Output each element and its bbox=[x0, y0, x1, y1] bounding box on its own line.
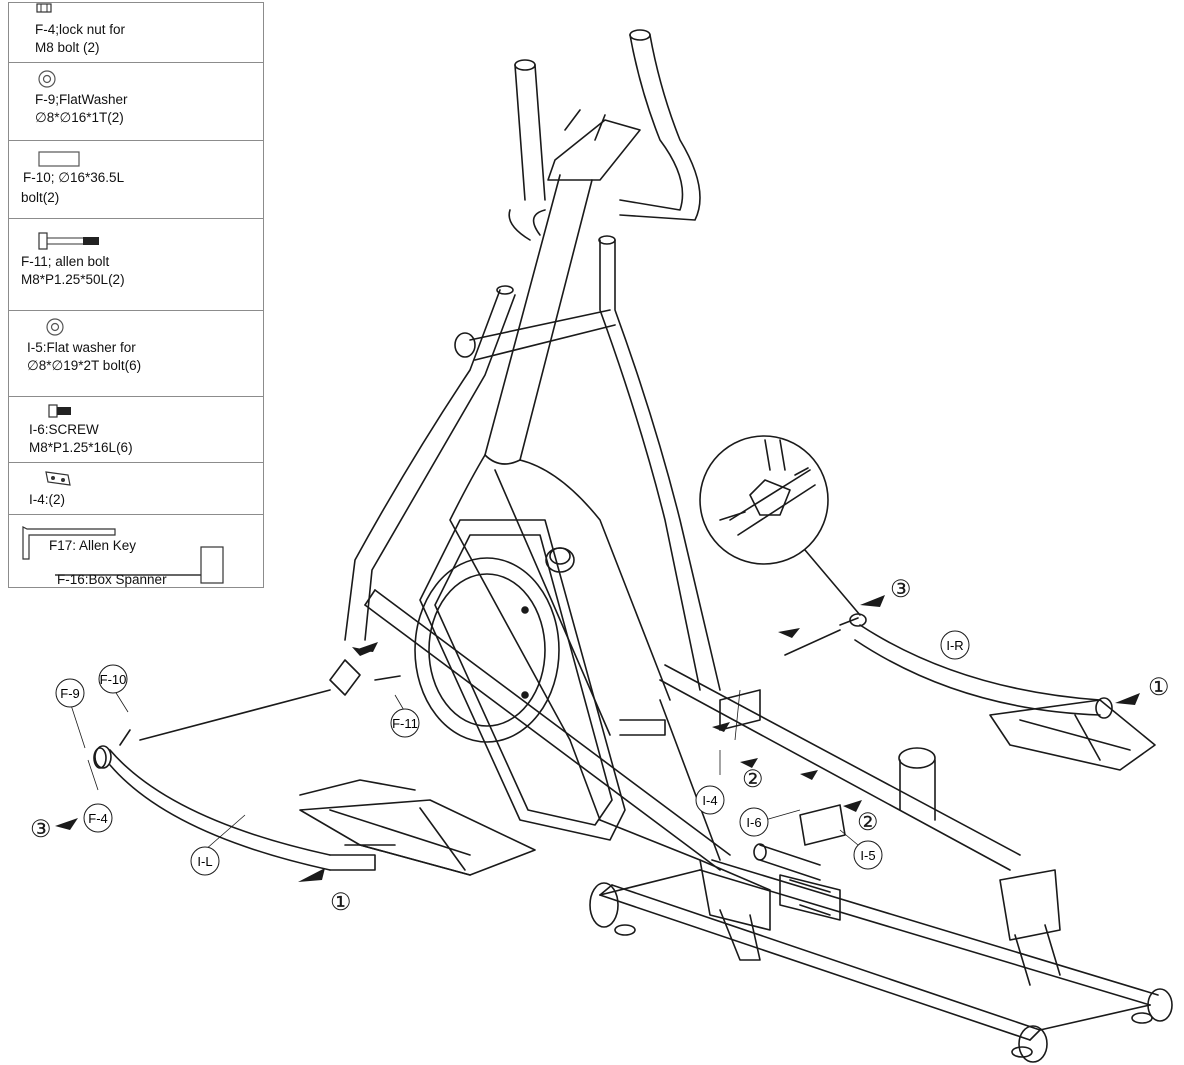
left-link-arm bbox=[329, 589, 771, 961]
machine-frame bbox=[93, 29, 1173, 1063]
arrow-icon bbox=[1115, 693, 1140, 705]
callout-i5: I-5 bbox=[853, 840, 883, 870]
callout-ir-label: I-R bbox=[946, 638, 963, 653]
flywheel-shroud bbox=[414, 519, 626, 841]
part-row-i4: I-4:(2) bbox=[9, 463, 263, 515]
callout-il: I-L bbox=[190, 846, 220, 876]
detail-magnifier-circle bbox=[699, 435, 861, 616]
flat-washer-icon bbox=[38, 70, 56, 88]
callout-f11: F-11 bbox=[390, 708, 420, 738]
handlebars bbox=[344, 29, 721, 691]
bushing-icon bbox=[38, 151, 80, 167]
callout-f10-label: F-10 bbox=[100, 672, 127, 687]
direction-arrows bbox=[55, 595, 1140, 882]
part-row-f17-f16: F17: Allen Key F-16:Box Spanner bbox=[9, 515, 263, 589]
parts-list-table: F-4;lock nut for M8 bolt (2) F-9;FlatWas… bbox=[8, 2, 264, 588]
arrow-icon bbox=[843, 800, 862, 812]
main-column bbox=[449, 109, 721, 861]
callout-f4-label: F-4 bbox=[88, 811, 108, 826]
part-row-f9: F-9;FlatWasher ∅8*∅16*1T(2) bbox=[9, 63, 263, 141]
callouts: F-10 F-9 F-4 F-11 I-L I-R I-4 I-6 bbox=[55, 630, 970, 876]
part-row-i6: I-6:SCREW M8*P1.25*16L(6) bbox=[9, 397, 263, 463]
step-2-right: ② bbox=[857, 809, 879, 836]
lock-nut-icon bbox=[36, 3, 52, 13]
part-label-line1: I-4:(2) bbox=[29, 492, 66, 507]
part-label-line2: F-16:Box Spanner bbox=[57, 572, 167, 587]
part-label-line2: bolt(2) bbox=[21, 190, 60, 205]
part-label-line2: ∅8*∅19*2T bolt(6) bbox=[27, 358, 142, 373]
arrow-icon bbox=[712, 722, 730, 732]
callout-f11-label: F-11 bbox=[392, 716, 418, 731]
part-label-line2: M8*P1.25*16L(6) bbox=[29, 440, 133, 455]
right-pedal-arm-ir bbox=[854, 624, 1156, 771]
step-1-left: ① bbox=[330, 889, 352, 916]
part-label-line1: I-5:Flat washer for bbox=[27, 340, 136, 355]
part-row-i5: I-5:Flat washer for ∅8*∅19*2T bolt(6) bbox=[9, 311, 263, 397]
allen-bolt-icon bbox=[38, 232, 99, 250]
callout-ir: I-R bbox=[940, 630, 970, 660]
allen-key-icon bbox=[22, 526, 224, 584]
base-frame bbox=[589, 843, 1173, 1063]
callout-f9-label: F-9 bbox=[60, 686, 80, 701]
callout-i6: I-6 bbox=[739, 807, 769, 837]
arrow-icon bbox=[800, 770, 818, 780]
part-label-line1: F-11; allen bolt bbox=[21, 254, 110, 269]
step-3-left: ③ bbox=[30, 816, 52, 843]
arrow-icon bbox=[778, 628, 800, 638]
step-2-left: ② bbox=[742, 766, 764, 793]
part-label-line2: M8*P1.25*50L(2) bbox=[21, 272, 125, 287]
right-link-arm bbox=[659, 664, 1061, 986]
part-row-f11: F-11; allen bolt M8*P1.25*50L(2) bbox=[9, 219, 263, 311]
part-label-line1: I-6:SCREW bbox=[29, 422, 99, 437]
hardware bbox=[93, 613, 867, 846]
arrow-icon bbox=[860, 595, 885, 607]
callout-f10: F-10 bbox=[98, 664, 128, 694]
callout-i5-label: I-5 bbox=[860, 848, 875, 863]
part-label-line1: F17: Allen Key bbox=[49, 538, 137, 553]
part-label-line1: F-9;FlatWasher bbox=[35, 92, 128, 107]
left-pedal-arm-il bbox=[94, 745, 536, 876]
screw-icon bbox=[48, 404, 71, 418]
arrow-icon bbox=[740, 758, 758, 768]
callout-f9: F-9 bbox=[55, 678, 85, 708]
arrow-icon bbox=[55, 818, 78, 830]
flat-washer-icon bbox=[46, 318, 64, 336]
leader-lines bbox=[69, 635, 956, 851]
part-row-f10: F-10; ∅16*36.5L bolt(2) bbox=[9, 141, 263, 219]
part-label-line2: M8 bolt (2) bbox=[35, 40, 100, 55]
arrow-icon bbox=[298, 868, 325, 882]
callout-i4-label: I-4 bbox=[702, 793, 717, 808]
step-3-right: ③ bbox=[890, 576, 912, 603]
part-row-f4: F-4;lock nut for M8 bolt (2) bbox=[9, 3, 263, 63]
bracket-plate-icon bbox=[45, 471, 71, 486]
callout-il-label: I-L bbox=[197, 854, 212, 869]
callout-i6-label: I-6 bbox=[746, 815, 761, 830]
part-label-line1: F-4;lock nut for bbox=[35, 22, 126, 37]
part-label-line1: F-10; ∅16*36.5L bbox=[23, 170, 125, 185]
callout-i4: I-4 bbox=[695, 785, 725, 815]
step-1-right: ① bbox=[1148, 674, 1170, 701]
part-label-line2: ∅8*∅16*1T(2) bbox=[35, 110, 124, 125]
callout-f4: F-4 bbox=[83, 803, 113, 833]
arrow-icon bbox=[352, 647, 372, 656]
step-numbers: ① ① ② ② ③ ③ bbox=[30, 576, 1170, 916]
